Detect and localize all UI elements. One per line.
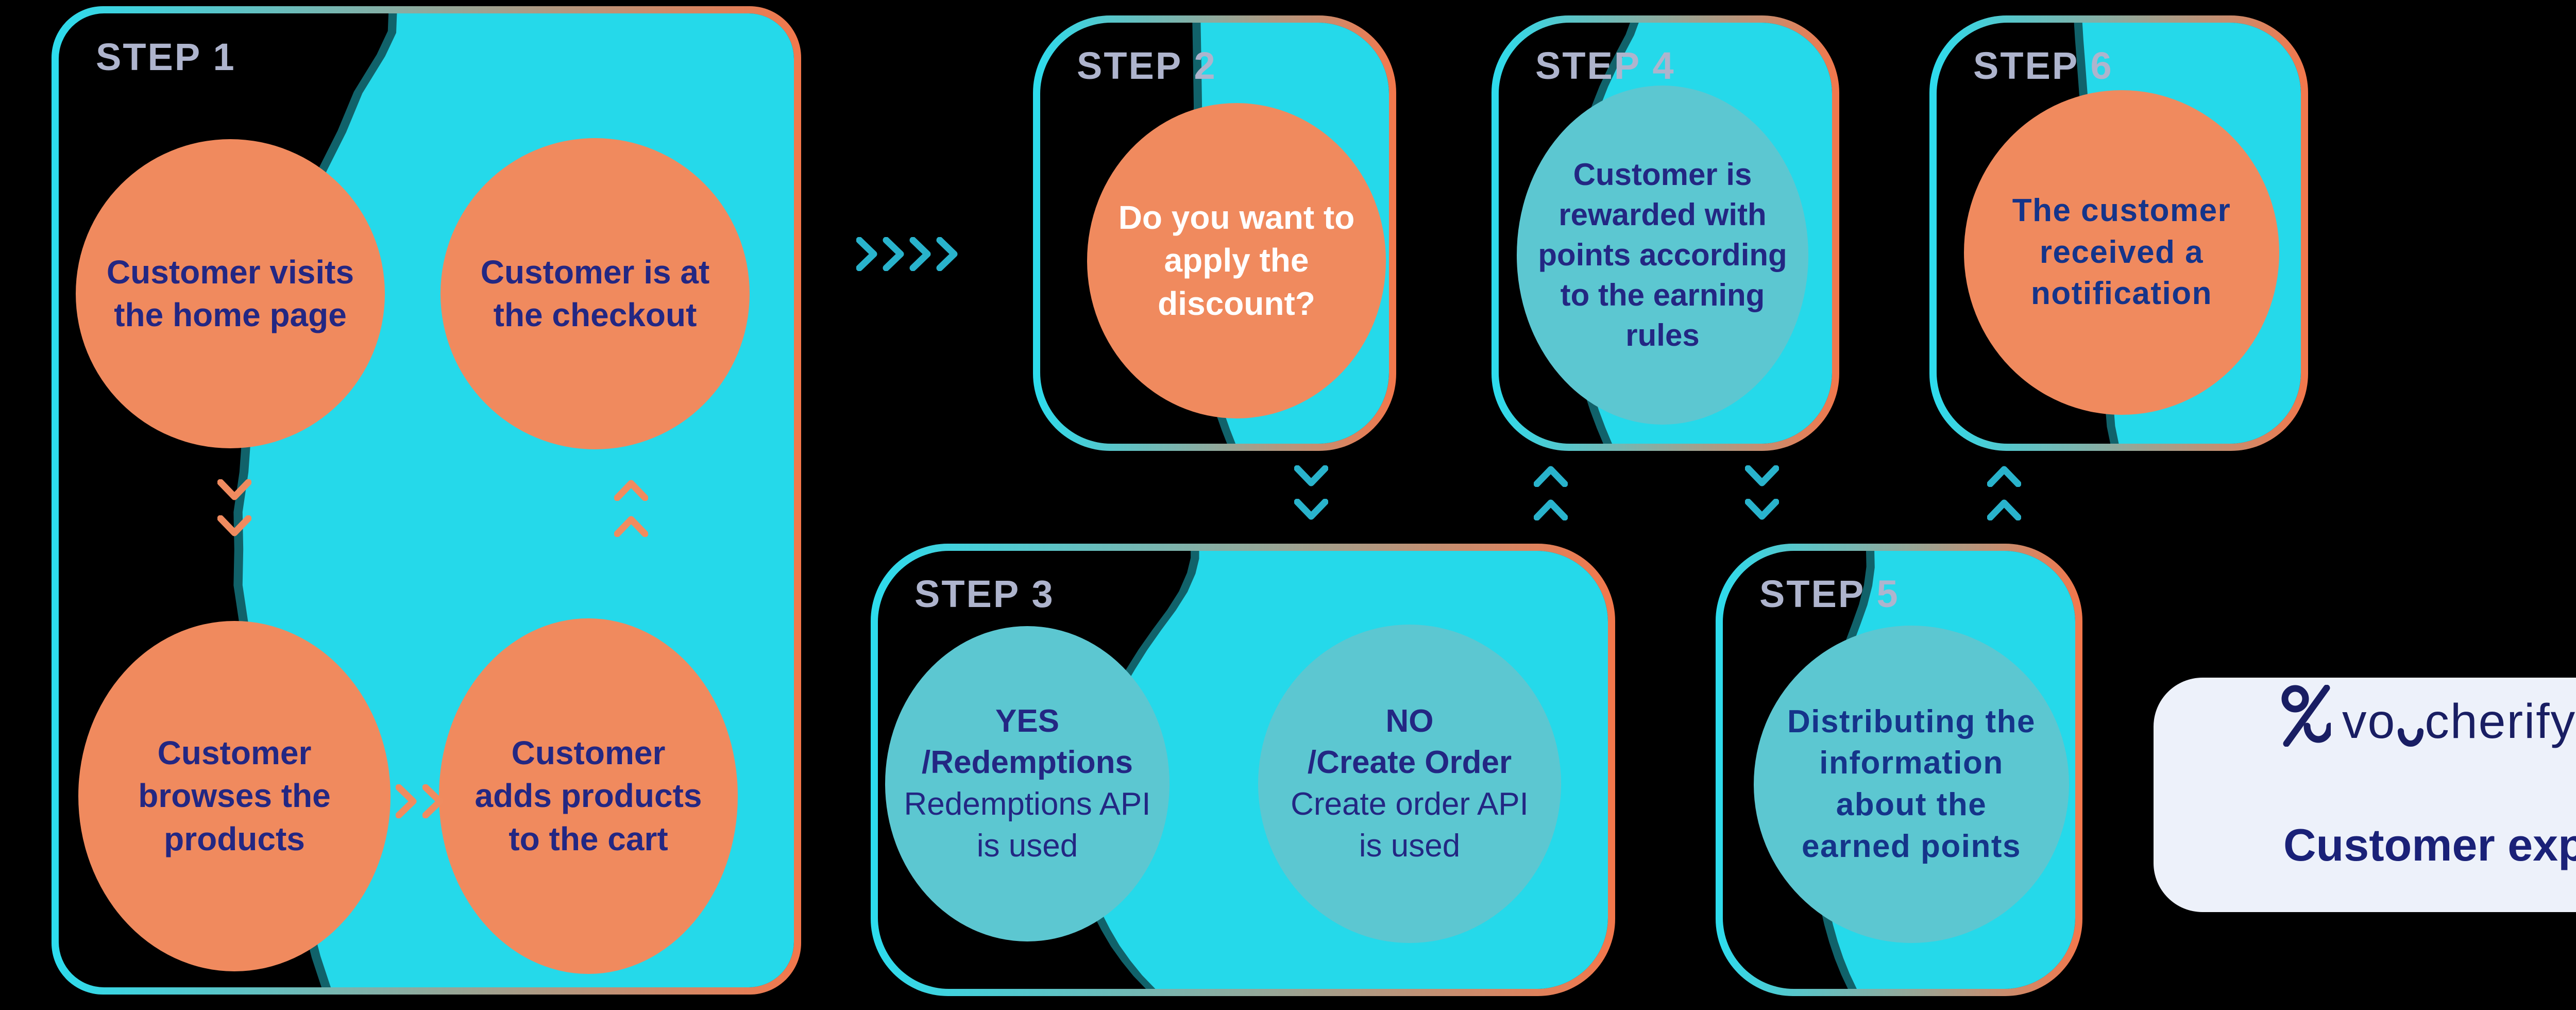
circle-customer-visits-text: Customer visits the home page (106, 253, 354, 333)
chevron-down-icon (217, 515, 251, 537)
step-6-label: STEP 6 (1973, 44, 2113, 87)
circle-customer-adds: Customer adds products to the cart (439, 618, 738, 974)
logo-text-cherify: cherify (2425, 694, 2576, 749)
step-5-label: STEP 5 (1759, 573, 1900, 615)
circle-no-head: NO /Create Order (1307, 703, 1512, 781)
circle-customer-visits: Customer visits the home page (76, 139, 385, 448)
chevron-up-icon (1987, 499, 2021, 520)
circle-customer-browses: Customer browses the products (78, 621, 391, 971)
chevron-up-icon (614, 515, 648, 537)
step-3-label: STEP 3 (914, 573, 1055, 615)
circle-distributing-info-text: Distributing the information about the e… (1787, 703, 2036, 864)
chevron-right-icon (396, 784, 417, 818)
circle-rewarded-points: Customer is rewarded with points accordi… (1517, 86, 1808, 425)
circle-received-notification: The customer received a notification (1964, 90, 2279, 415)
chevron-right-icon (422, 784, 444, 818)
chevron-down-icon (1745, 499, 1779, 520)
circle-customer-checkout-text: Customer is at the checkout (480, 253, 710, 333)
circle-yes-body: Redemptions API is used (904, 786, 1151, 864)
step-1-label: STEP 1 (96, 36, 236, 78)
chevron-down-icon (1745, 465, 1779, 487)
circle-rewarded-points-text: Customer is rewarded with points accordi… (1538, 157, 1787, 352)
circle-yes-redemptions: YES /Redemptions Redemptions API is used (885, 626, 1170, 941)
logo-text-vo: vo (2342, 694, 2396, 749)
chevron-up-icon (1987, 465, 2021, 487)
legend-customer-experience-label: Customer experience (2283, 819, 2576, 870)
circle-apply-discount-text: Do you want to apply the discount? (1118, 199, 1355, 322)
smile-u-icon (2398, 702, 2424, 759)
circle-no-body: Create order API is used (1291, 786, 1529, 864)
chevron-up-icon (1534, 499, 1568, 520)
step-2-label: STEP 2 (1077, 44, 1217, 87)
chevron-down-icon (217, 479, 251, 501)
circle-customer-adds-text: Customer adds products to the cart (474, 734, 702, 857)
circle-received-notification-text: The customer received a notification (2012, 193, 2231, 312)
circle-apply-discount: Do you want to apply the discount? (1087, 103, 1386, 418)
percent-logo-icon (2281, 684, 2333, 759)
voucherify-logo: vo cherify (2281, 684, 2576, 752)
chevron-down-icon (1294, 499, 1328, 520)
legend-panel (2154, 678, 2576, 912)
circle-customer-browses-text: Customer browses the products (138, 734, 331, 857)
chevrons-right-icon (856, 237, 985, 271)
circle-yes-head: YES /Redemptions (922, 703, 1133, 781)
chevron-down-icon (1294, 465, 1328, 487)
chevron-up-icon (1534, 465, 1568, 487)
chevron-up-icon (614, 479, 648, 501)
circle-distributing-info: Distributing the information about the e… (1754, 626, 2069, 943)
circle-no-create-order: NO /Create Order Create order API is use… (1258, 625, 1561, 943)
step-4-label: STEP 4 (1535, 44, 1675, 87)
circle-customer-checkout: Customer is at the checkout (440, 138, 750, 449)
